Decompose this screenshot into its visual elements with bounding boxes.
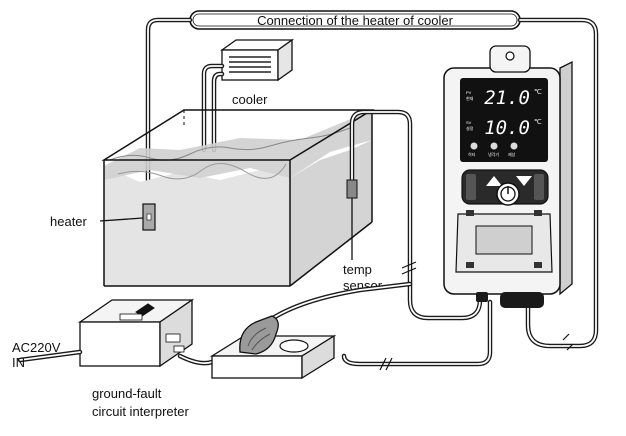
heater-wire (145, 17, 193, 213)
hanger-hole-icon (505, 51, 515, 61)
sv-value: 10.0 (484, 117, 530, 139)
svg-text:현재: 현재 (466, 95, 474, 101)
sensor-input-port (476, 292, 488, 302)
cooler-unit (219, 38, 295, 82)
power-plug-icon (239, 315, 279, 355)
set-button[interactable] (466, 174, 476, 200)
led-indicator-1 (470, 142, 478, 150)
power-strip (209, 315, 337, 380)
pv-unit: ℃ (534, 89, 542, 96)
mode-button[interactable] (534, 174, 544, 200)
down-arrow-icon[interactable] (516, 176, 532, 186)
svg-text:PV: PV (466, 90, 472, 95)
cooler-label: cooler (232, 92, 268, 107)
gfci-label-line2: circuit interpreter (92, 404, 189, 419)
heater-label: heater (50, 214, 88, 229)
temp-sensor-probe (346, 179, 358, 260)
cooler-heater-power-wire (517, 17, 599, 351)
sv-unit: ℃ (534, 119, 542, 126)
svg-text:설정: 설정 (466, 125, 474, 131)
svg-text:SV: SV (466, 120, 472, 125)
svg-text:냉각기: 냉각기 (488, 151, 499, 157)
gfci-label-line1: ground-fault (92, 386, 162, 401)
power-strip-cord (267, 281, 413, 323)
ac-input-label-line2: IN (12, 355, 25, 370)
temperature-controller: PV 현재 SV 설정 21.0 ℃ 10.0 ℃ 히터 냉각기 제상 (443, 45, 573, 308)
water-tank (101, 109, 375, 287)
up-arrow-icon[interactable] (486, 176, 502, 186)
controller-display (460, 78, 548, 162)
led-indicator-3 (510, 142, 518, 150)
ac-input-wire (17, 349, 83, 363)
gfci-output-wire (177, 353, 215, 366)
cooler-tubes (201, 63, 225, 153)
outlet-socket-icon (279, 339, 309, 353)
controller-output-socket (500, 292, 544, 308)
cooler-vent-icon (229, 56, 271, 73)
connection-banner: Connection of the heater of cooler (189, 10, 521, 30)
ground-fault-circuit-interrupter (77, 298, 195, 368)
heater-element (142, 203, 156, 231)
pv-value: 21.0 (484, 87, 530, 109)
banner-text: Connection of the heater of cooler (257, 13, 454, 28)
svg-text:제상: 제상 (508, 151, 516, 157)
temp-sensor-wire (349, 109, 483, 321)
controller-power-cord (341, 299, 493, 371)
led-indicator-2 (490, 142, 498, 150)
ac-input-label-line1: AC220V (12, 340, 61, 355)
temp-sensor-label-line1: temp (343, 262, 372, 277)
svg-text:히터: 히터 (468, 151, 476, 157)
